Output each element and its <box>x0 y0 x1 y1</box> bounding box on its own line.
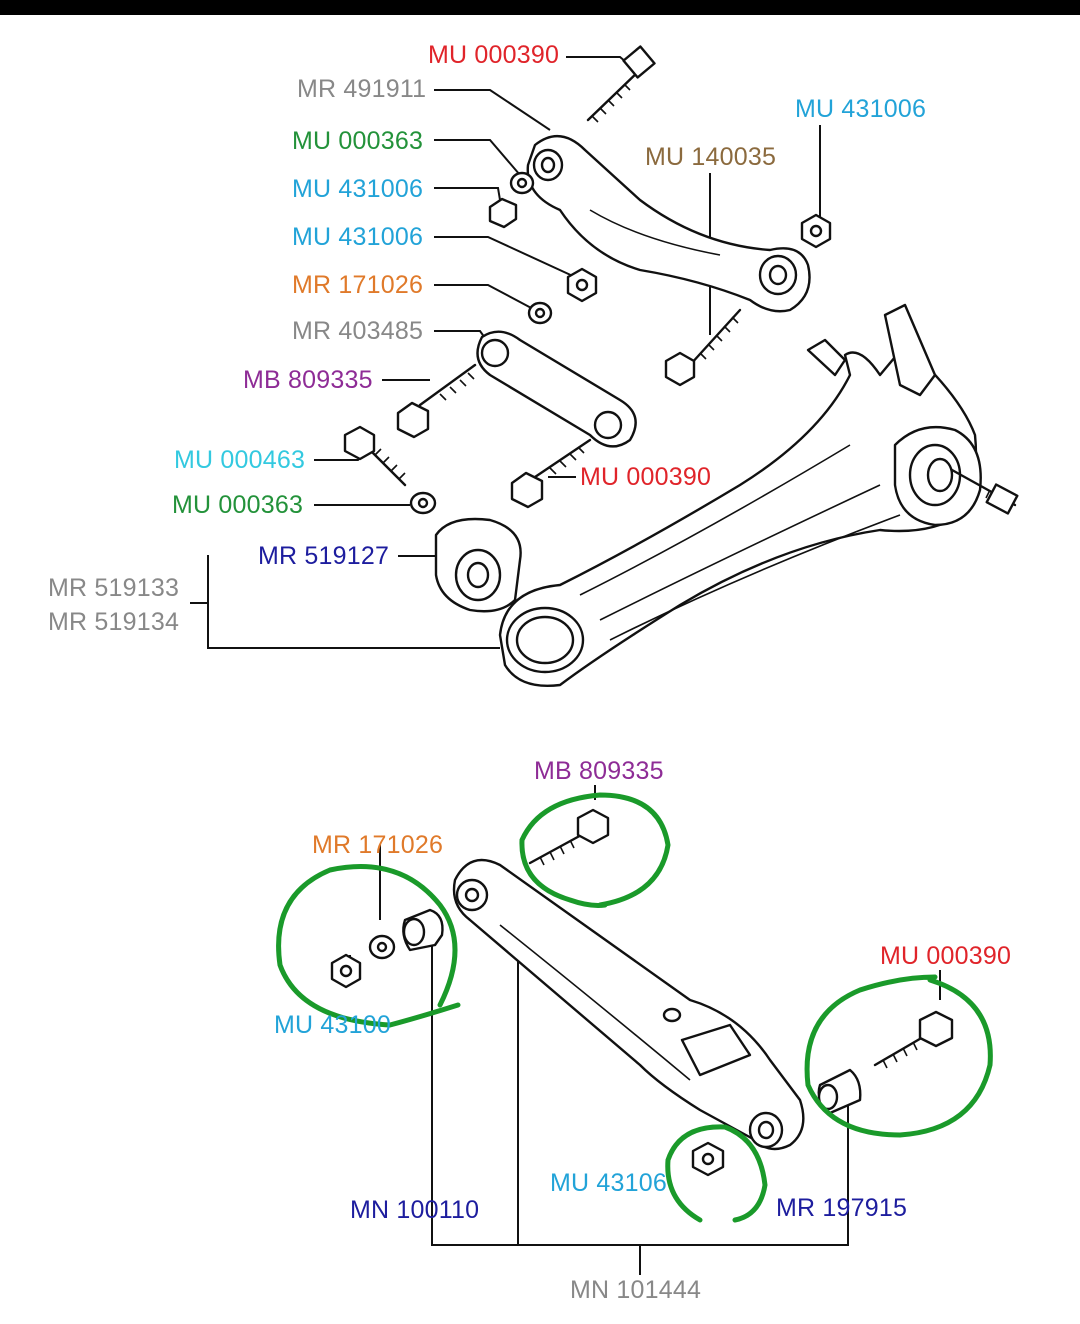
nut-right <box>800 213 832 249</box>
label-top-mu431006-b: MU 431006 <box>292 223 424 251</box>
bolt-long-upper <box>664 308 742 387</box>
label-top-mu000363-a: MU 000363 <box>292 127 424 155</box>
bottom-nut-lower <box>691 1141 725 1177</box>
label-bottom-mu431006-mid: MU 43106 <box>550 1169 667 1197</box>
bottom-bolt-top <box>528 808 610 866</box>
label-top-mr171026: MR 171026 <box>292 271 424 299</box>
label-bottom-mu000390: MU 000390 <box>880 942 1012 970</box>
highlight-circle-top <box>519 792 671 908</box>
top-leader-lines <box>190 56 821 649</box>
bottom-exploded-view: MB 809335 MR 171026 MU 000390 MU 43100 M… <box>0 715 1080 1324</box>
top-exploded-view: MU 000390 MR 491911 MU 431006 MU 000363 … <box>0 15 1080 715</box>
label-top-mb809335: MB 809335 <box>243 366 373 394</box>
bottom-link-arm <box>452 858 805 1151</box>
label-top-mr491911: MR 491911 <box>297 75 427 103</box>
top-drawing <box>190 45 1019 687</box>
label-top-mr519133: MR 519133 <box>48 574 180 602</box>
label-top-mu000463: MU 000463 <box>174 446 306 474</box>
label-top-mu431006-right: MU 431006 <box>795 95 927 123</box>
bottom-bolt-bushing-right <box>817 1010 954 1115</box>
bottom-nut-washer-bushing-left <box>330 908 444 989</box>
label-bottom-mb809335: MB 809335 <box>534 757 664 785</box>
label-top-mr519134: MR 519134 <box>48 608 180 636</box>
label-top-mr403485: MR 403485 <box>292 317 424 345</box>
bolt-link <box>396 363 477 439</box>
label-top-mu000390-a: MU 000390 <box>428 41 560 69</box>
label-top-mu000363-b: MU 000363 <box>172 491 304 519</box>
highlight-circle-bottom <box>665 1124 768 1223</box>
diagram-canvas: MU 000390 MR 491911 MU 431006 MU 000363 … <box>0 15 1080 1324</box>
label-bottom-mu431006-left: MU 43100 <box>274 1011 391 1039</box>
highlight-circle-right <box>804 974 993 1138</box>
bottom-drawing <box>276 785 993 1275</box>
label-top-mr519127: MR 519127 <box>258 542 390 570</box>
nut-washer-left <box>488 171 535 229</box>
label-bottom-mr171026: MR 171026 <box>312 831 444 859</box>
bolt-link-lower <box>510 438 592 509</box>
highlight-circles <box>276 792 993 1223</box>
bolt-upper-arm <box>586 45 656 123</box>
label-top-mu140035: MU 140035 <box>645 143 777 171</box>
label-bottom-mn101444: MN 101444 <box>570 1276 702 1304</box>
bushing-large <box>434 517 522 613</box>
lower-link <box>476 330 637 448</box>
label-top-mu431006-a: MU 431006 <box>292 175 424 203</box>
hub <box>893 426 1019 527</box>
upper-control-arm <box>526 135 811 313</box>
trailing-arm <box>498 303 978 687</box>
highlight-circle-left <box>276 864 461 1028</box>
label-top-mu000390-b: MU 000390 <box>580 463 712 491</box>
nut-washer-mid <box>527 267 598 325</box>
bolt-bushing <box>343 425 437 515</box>
label-bottom-mr197915: MR 197915 <box>776 1194 908 1222</box>
label-bottom-mn100110: MN 100110 <box>350 1196 480 1224</box>
